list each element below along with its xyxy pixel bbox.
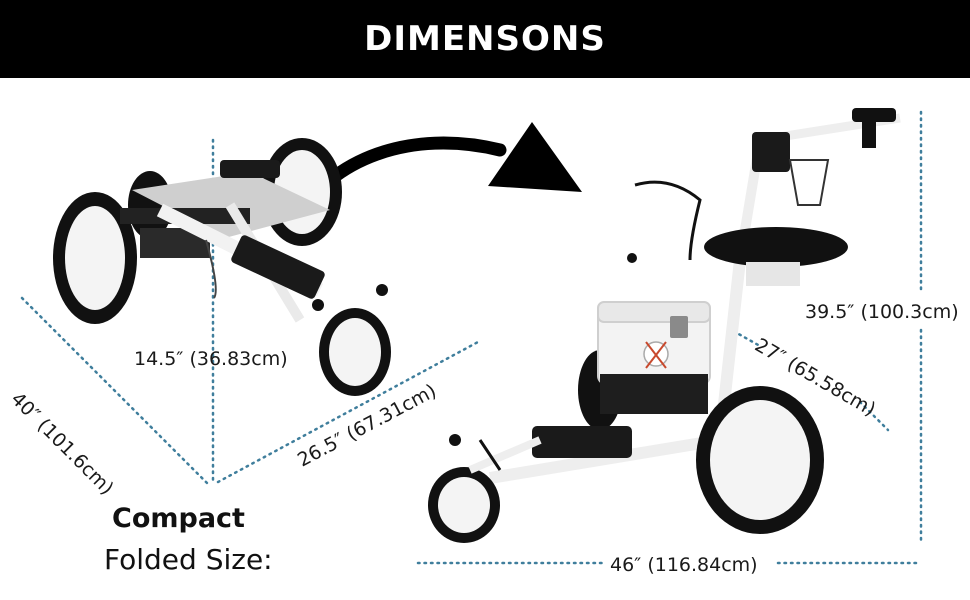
compact-caption: Compact [112, 503, 245, 534]
folded-length-line [20, 296, 210, 486]
page-title: DIMENSONS [364, 19, 606, 59]
unfolded-length-label: 46″ (116.84cm) [610, 554, 758, 576]
folded-cart-image [53, 138, 391, 396]
cooler-image [597, 301, 711, 414]
folded-height-label: 14.5″ (36.83cm) [134, 348, 288, 370]
folded-size-caption: Folded Size: [104, 543, 273, 576]
folded-width-line [216, 340, 480, 484]
header-bar: DIMENSONS [0, 0, 970, 78]
unfolded-width-line-b [858, 400, 890, 432]
unfolded-height-label: 39.5″ (100.3cm) [805, 301, 959, 323]
